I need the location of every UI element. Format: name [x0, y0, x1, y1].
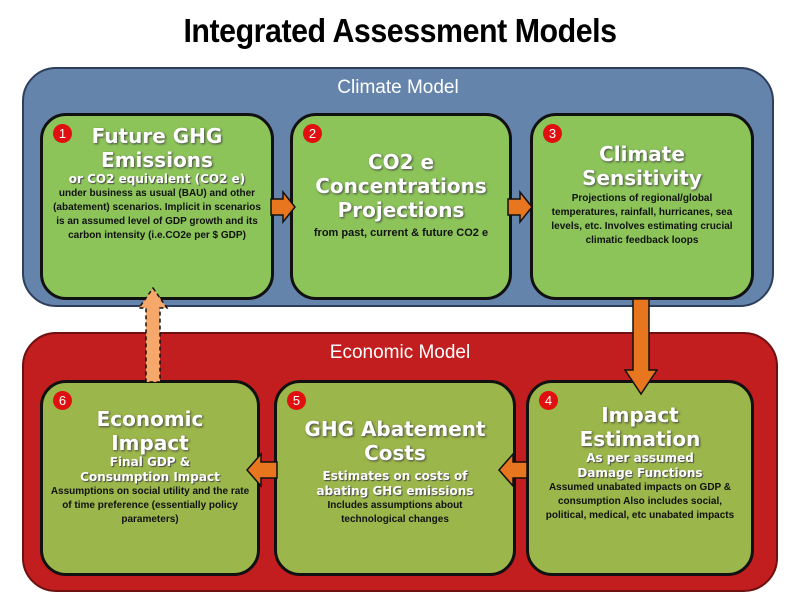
step-number-badge: 6: [53, 391, 72, 410]
box-body: from past, current & future CO2 e: [313, 227, 489, 239]
box-ghg-abatement-costs: 5 GHG Abatement Costs Estimates on costs…: [274, 380, 516, 576]
arrow-right-icon: [507, 190, 533, 224]
step-number-badge: 5: [287, 391, 306, 410]
box-heading: GHG Abatement Costs: [304, 417, 486, 465]
arrow-left-icon: [246, 452, 278, 488]
box-climate-sensitivity: 3 Climate Sensitivity Projections of reg…: [530, 113, 754, 300]
arrow-left-icon: [498, 452, 528, 488]
step-number-badge: 2: [303, 124, 322, 143]
arrow-down-icon: [624, 298, 658, 396]
step-number-badge: 1: [53, 124, 72, 143]
box-future-ghg-emissions: 1 Future GHG Emissions or CO2 equivalent…: [40, 113, 274, 300]
box-body: under business as usual (BAU) and other …: [53, 188, 261, 241]
feedback-arrow-up-icon: [137, 286, 169, 383]
box-subheading: As per assumed Damage Functions: [577, 451, 703, 480]
box-subheading: Estimates on costs of abating GHG emissi…: [316, 469, 474, 498]
economic-model-label: Economic Model: [329, 342, 471, 363]
box-subheading: or CO2 equivalent (CO2 e): [68, 172, 246, 186]
arrow-right-icon: [270, 190, 296, 224]
diagram-title: Integrated Assessment Models: [183, 12, 617, 49]
step-number-badge: 4: [539, 391, 558, 410]
box-heading: Impact Estimation: [579, 403, 701, 451]
box-heading: CO2 e Concentrations Projections: [315, 150, 487, 222]
box-co2e-concentrations: 2 CO2 e Concentrations Projections from …: [290, 113, 512, 300]
box-heading: Future GHG Emissions: [91, 124, 223, 172]
box-economic-impact: 6 Economic Impact Final GDP & Consumptio…: [40, 380, 260, 576]
box-subheading: Final GDP & Consumption Impact: [80, 455, 220, 484]
box-body: Includes assumptions about technological…: [327, 500, 463, 525]
box-body: Projections of regional/global temperatu…: [551, 193, 733, 246]
step-number-badge: 3: [543, 124, 562, 143]
box-heading: Climate Sensitivity: [582, 142, 702, 190]
box-impact-estimation: 4 Impact Estimation As per assumed Damag…: [526, 380, 754, 576]
box-body: Assumptions on social utility and the ra…: [50, 486, 250, 525]
box-body: Assumed unabated impacts on GDP & consum…: [545, 482, 735, 521]
climate-model-label: Climate Model: [337, 77, 459, 98]
box-heading: Economic Impact: [96, 407, 204, 455]
